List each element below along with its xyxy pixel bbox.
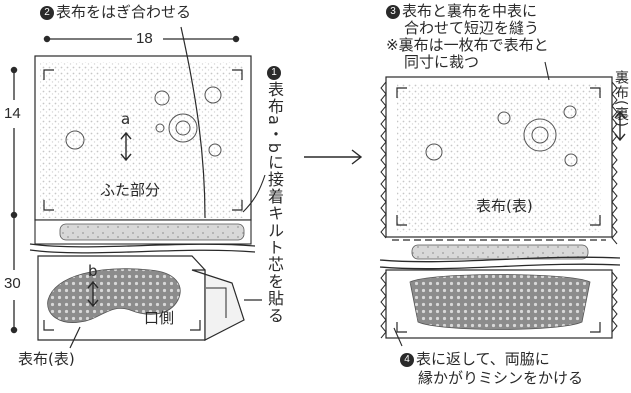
part-b-label: b <box>88 262 98 280</box>
process-arrow <box>304 149 363 165</box>
omote-right-label: 表布(表) <box>476 197 533 215</box>
height-dimension <box>10 66 18 334</box>
right-bottom-panel <box>380 269 618 339</box>
width-value: 18 <box>136 30 153 47</box>
quilt-batting-band <box>29 219 256 254</box>
kuchi-label: 口側 <box>144 309 175 327</box>
step3-leader <box>544 61 550 81</box>
part-a-label: a <box>121 110 131 128</box>
fabric-b-panel <box>37 255 262 341</box>
step1-leader <box>242 174 266 213</box>
step4-leader <box>393 327 403 347</box>
grain-arrow-right <box>614 110 626 142</box>
ura-side-label: 裏布(裏) <box>613 70 629 128</box>
height-top-value: 14 <box>4 105 21 122</box>
height-bottom-value: 30 <box>4 275 21 292</box>
futa-label: ふた部分 <box>100 181 161 199</box>
omote-left-label: 表布(表) <box>18 350 75 368</box>
step1-label: 1 表布a・bに接着キルト芯を貼る <box>265 66 284 324</box>
grain-arrows-left <box>87 131 132 308</box>
right-stitch-band <box>379 239 621 270</box>
right-top-panel <box>380 76 618 245</box>
omote-left-leader <box>69 326 81 349</box>
fabric-a-panel <box>34 26 252 221</box>
width-dimension <box>43 35 240 43</box>
